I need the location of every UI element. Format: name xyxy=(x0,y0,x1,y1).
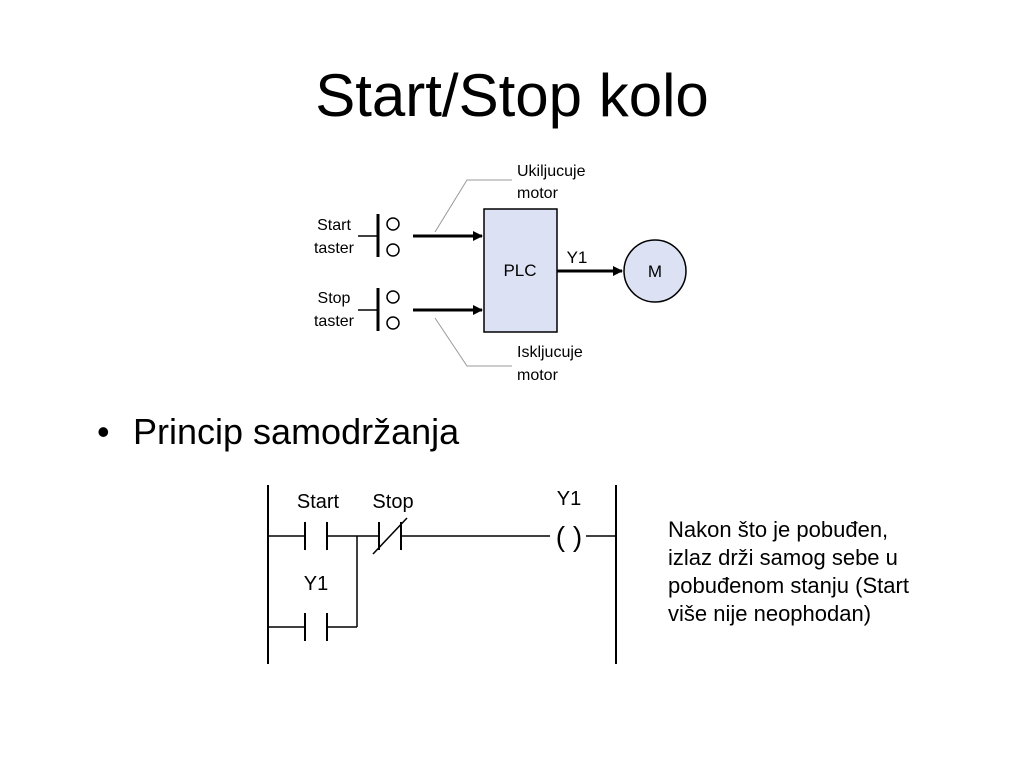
note-line-4: više nije neophodan) xyxy=(668,601,872,626)
plc-label: PLC xyxy=(503,261,536,280)
callout-top-line1: Ukiljucuje xyxy=(517,163,586,180)
bullet-symbol: • xyxy=(97,411,110,452)
ladder-holding-label: Y1 xyxy=(304,573,328,595)
callout-top-line2: motor xyxy=(517,185,559,202)
ladder-start-label: Start xyxy=(297,491,340,513)
start-button-label-line1: Start xyxy=(317,217,351,234)
stop-pushbutton-symbol xyxy=(358,288,400,331)
plc-box xyxy=(483,208,558,333)
holding-contact-symbol xyxy=(304,613,328,641)
callout-bottom-line2: motor xyxy=(517,367,559,384)
explanation-note: Nakon što je pobuđen, izlaz drži samog s… xyxy=(668,516,968,628)
ladder-coil-label: Y1 xyxy=(557,488,581,510)
motor-label: M xyxy=(648,262,662,281)
start-button-label-line2: taster xyxy=(314,240,355,257)
note-line-1: Nakon što je pobuđen, xyxy=(668,517,889,542)
note-line-2: izlaz drži samog sebe u xyxy=(668,545,898,570)
callout-top-leader xyxy=(434,179,512,233)
callout-bottom-leader xyxy=(434,317,512,367)
stop-button-label-line2: taster xyxy=(314,313,355,330)
stop-contact-symbol xyxy=(372,517,408,555)
note-line-3: pobuđenom stanju (Start xyxy=(668,573,909,598)
bullet-text: Princip samodržanja xyxy=(133,411,460,452)
callout-bottom-line1: Iskljucuje xyxy=(517,344,583,361)
start-contact-symbol xyxy=(304,522,328,550)
start-pushbutton-symbol xyxy=(358,214,400,257)
slide-title: Start/Stop kolo xyxy=(315,62,709,129)
stop-button-label-line1: Stop xyxy=(318,290,351,307)
output-label: Y1 xyxy=(567,248,588,267)
ladder-diagram xyxy=(267,485,617,664)
bullet-item: • Princip samodržanja xyxy=(97,409,459,455)
ladder-stop-label: Stop xyxy=(372,491,413,513)
motor-circle xyxy=(623,239,687,303)
ladder-coil-symbol: ( ) xyxy=(556,521,582,552)
